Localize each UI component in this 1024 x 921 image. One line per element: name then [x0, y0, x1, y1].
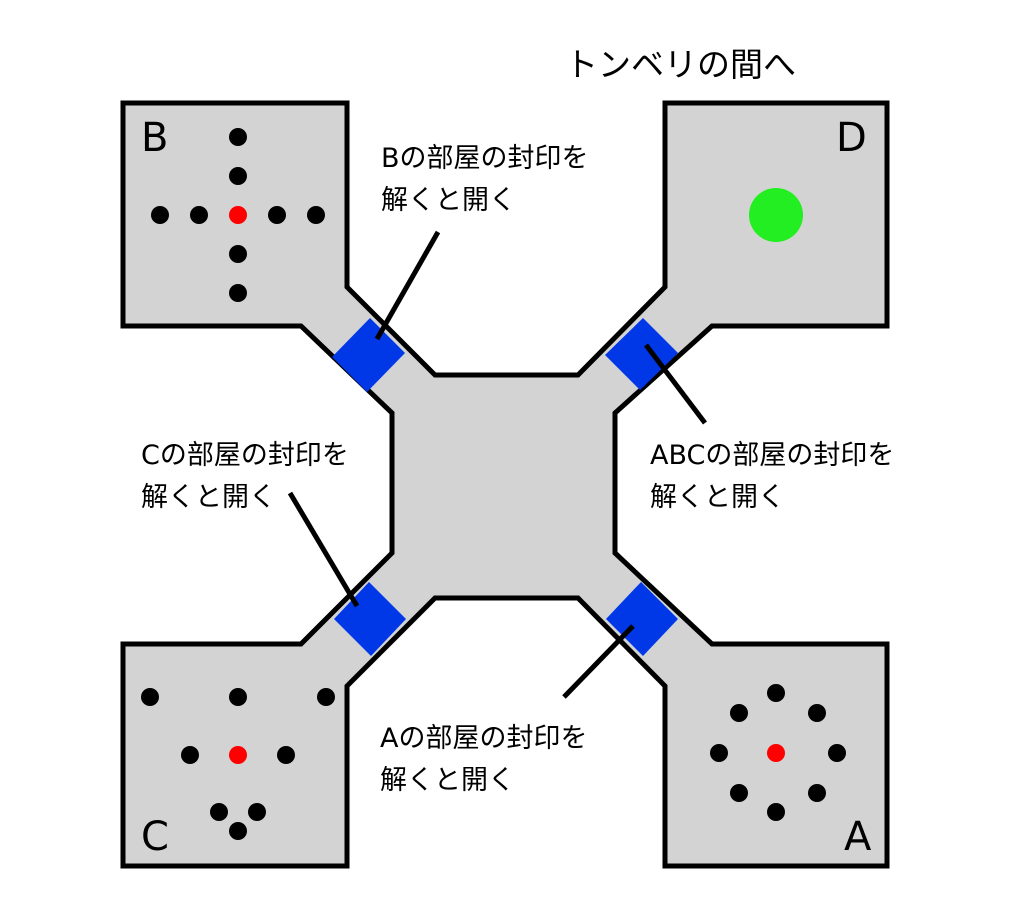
seal-door-a: [606, 582, 678, 656]
marker-dot: [181, 746, 199, 764]
marker-dot: [151, 206, 169, 224]
marker-dot: [229, 688, 247, 706]
room-label-c: C: [141, 814, 169, 860]
room-c-markers: [141, 688, 335, 840]
marker-dot: [229, 822, 247, 840]
marker-dot: [190, 206, 208, 224]
marker-dot: [277, 746, 295, 764]
callout-line-a: [562, 624, 635, 699]
seal-caption-b-line2: 解くと開く: [381, 185, 516, 216]
center-marker-dot: [767, 744, 785, 762]
goal-marker: [749, 188, 803, 242]
marker-dot: [767, 803, 785, 821]
seal-caption-c-line2: 解くと開く: [141, 482, 276, 513]
marker-dot: [730, 704, 748, 722]
marker-dot: [268, 206, 286, 224]
marker-dot: [229, 284, 247, 302]
marker-dot: [229, 245, 247, 263]
marker-dot: [767, 684, 785, 702]
marker-dot: [210, 803, 228, 821]
marker-dot: [808, 704, 826, 722]
center-marker-dot: [229, 206, 247, 224]
marker-dot: [229, 167, 247, 185]
seal-caption-b-line1: Bの部屋の封印を: [381, 143, 589, 174]
marker-dot: [248, 803, 266, 821]
callout-line-d: [644, 343, 707, 425]
seal-caption-a-line1: Aの部屋の封印を: [380, 723, 587, 754]
room-label-b: B: [141, 115, 168, 161]
seal-caption-d-line2: 解くと開く: [650, 482, 785, 513]
seal-door-b: [332, 318, 405, 392]
room-b-markers: [151, 128, 325, 302]
map-title: トンベリの間へ: [565, 45, 796, 84]
marker-dot: [229, 128, 247, 146]
callout-line-c: [287, 491, 360, 608]
seal-caption-d-line1: ABCの部屋の封印を: [650, 440, 894, 471]
center-marker-dot: [229, 746, 247, 764]
seal-caption-c-line1: Cの部屋の封印を: [141, 440, 349, 471]
marker-dot: [307, 206, 325, 224]
floor-plan: [120, 100, 890, 869]
marker-dot: [808, 784, 826, 802]
seal-caption-a-line2: 解くと開く: [380, 765, 515, 796]
marker-dot: [730, 784, 748, 802]
marker-dot: [710, 744, 728, 762]
marker-dot: [317, 688, 335, 706]
room-label-d: D: [836, 115, 867, 161]
marker-dot: [828, 744, 846, 762]
marker-dot: [141, 688, 159, 706]
callout-line-b: [374, 230, 441, 341]
room-label-a: A: [844, 814, 872, 860]
room-a-markers: [710, 684, 846, 821]
seal-door-d: [605, 318, 678, 390]
